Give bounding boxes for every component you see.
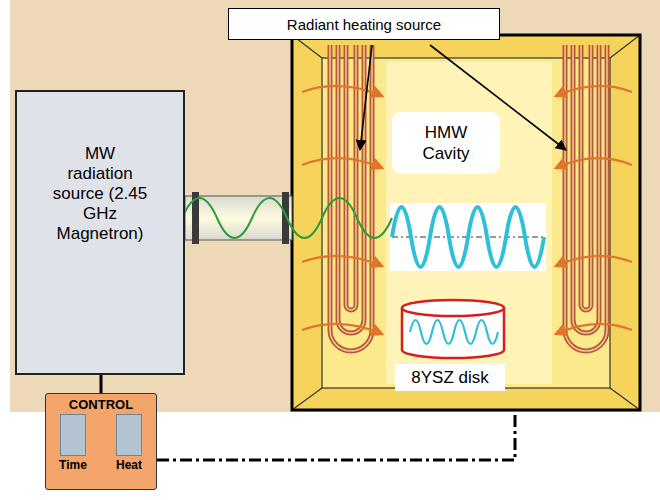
cavity-label-box: HMW Cavity	[392, 112, 500, 174]
perspective-line	[610, 35, 640, 58]
perspective-line	[292, 388, 322, 410]
control-button: Heat	[112, 412, 146, 482]
heat-arrow	[302, 324, 382, 334]
button-face	[60, 414, 86, 456]
heat-arrow	[302, 158, 382, 168]
source-box: MW radiation source (2.45 GHz Magnetron)	[15, 90, 185, 375]
node-text: MW radiation source (2.45 GHz Magnetron)	[50, 144, 150, 244]
cavity-outline	[292, 35, 640, 410]
heat-arrow	[556, 86, 632, 96]
heat-arrow	[556, 158, 632, 168]
cavity-wall	[292, 35, 640, 410]
disk-wave	[410, 320, 498, 344]
coil-highlight	[346, 45, 356, 310]
pointer-arrow	[360, 45, 372, 150]
control-button: Time	[56, 412, 90, 482]
control-wire	[157, 412, 515, 460]
node-text: Heat	[112, 458, 146, 472]
control-panel: CONTROL Time Heat	[45, 393, 157, 490]
heat-arrow	[302, 86, 382, 96]
waveguide	[185, 196, 292, 240]
node-text: CONTROL	[46, 397, 156, 412]
node-text: 8YSZ disk	[411, 368, 488, 388]
coil-tube	[581, 45, 591, 310]
heat-arrow	[556, 324, 632, 334]
button-face	[116, 414, 142, 456]
coil-tube	[346, 45, 356, 310]
coil-highlight	[581, 45, 591, 310]
heat-arrow	[302, 256, 382, 266]
microwave-wave	[182, 198, 392, 238]
cavity-glow	[386, 62, 552, 384]
heat-arrows	[302, 86, 632, 334]
sample-label-box: 8YSZ disk	[395, 364, 505, 391]
heat-arrow	[556, 256, 632, 266]
perspective-line	[610, 388, 640, 410]
node-text: Time	[56, 458, 90, 472]
background-panel	[10, 0, 660, 412]
signal-line	[100, 375, 103, 393]
microwave-band	[390, 203, 546, 271]
standing-wave	[392, 207, 544, 267]
node-text: HMW Cavity	[411, 122, 481, 164]
callout-box: Radiant heating source	[228, 8, 500, 40]
disk-top	[402, 300, 504, 316]
node-text: Radiant heating source	[287, 16, 441, 33]
